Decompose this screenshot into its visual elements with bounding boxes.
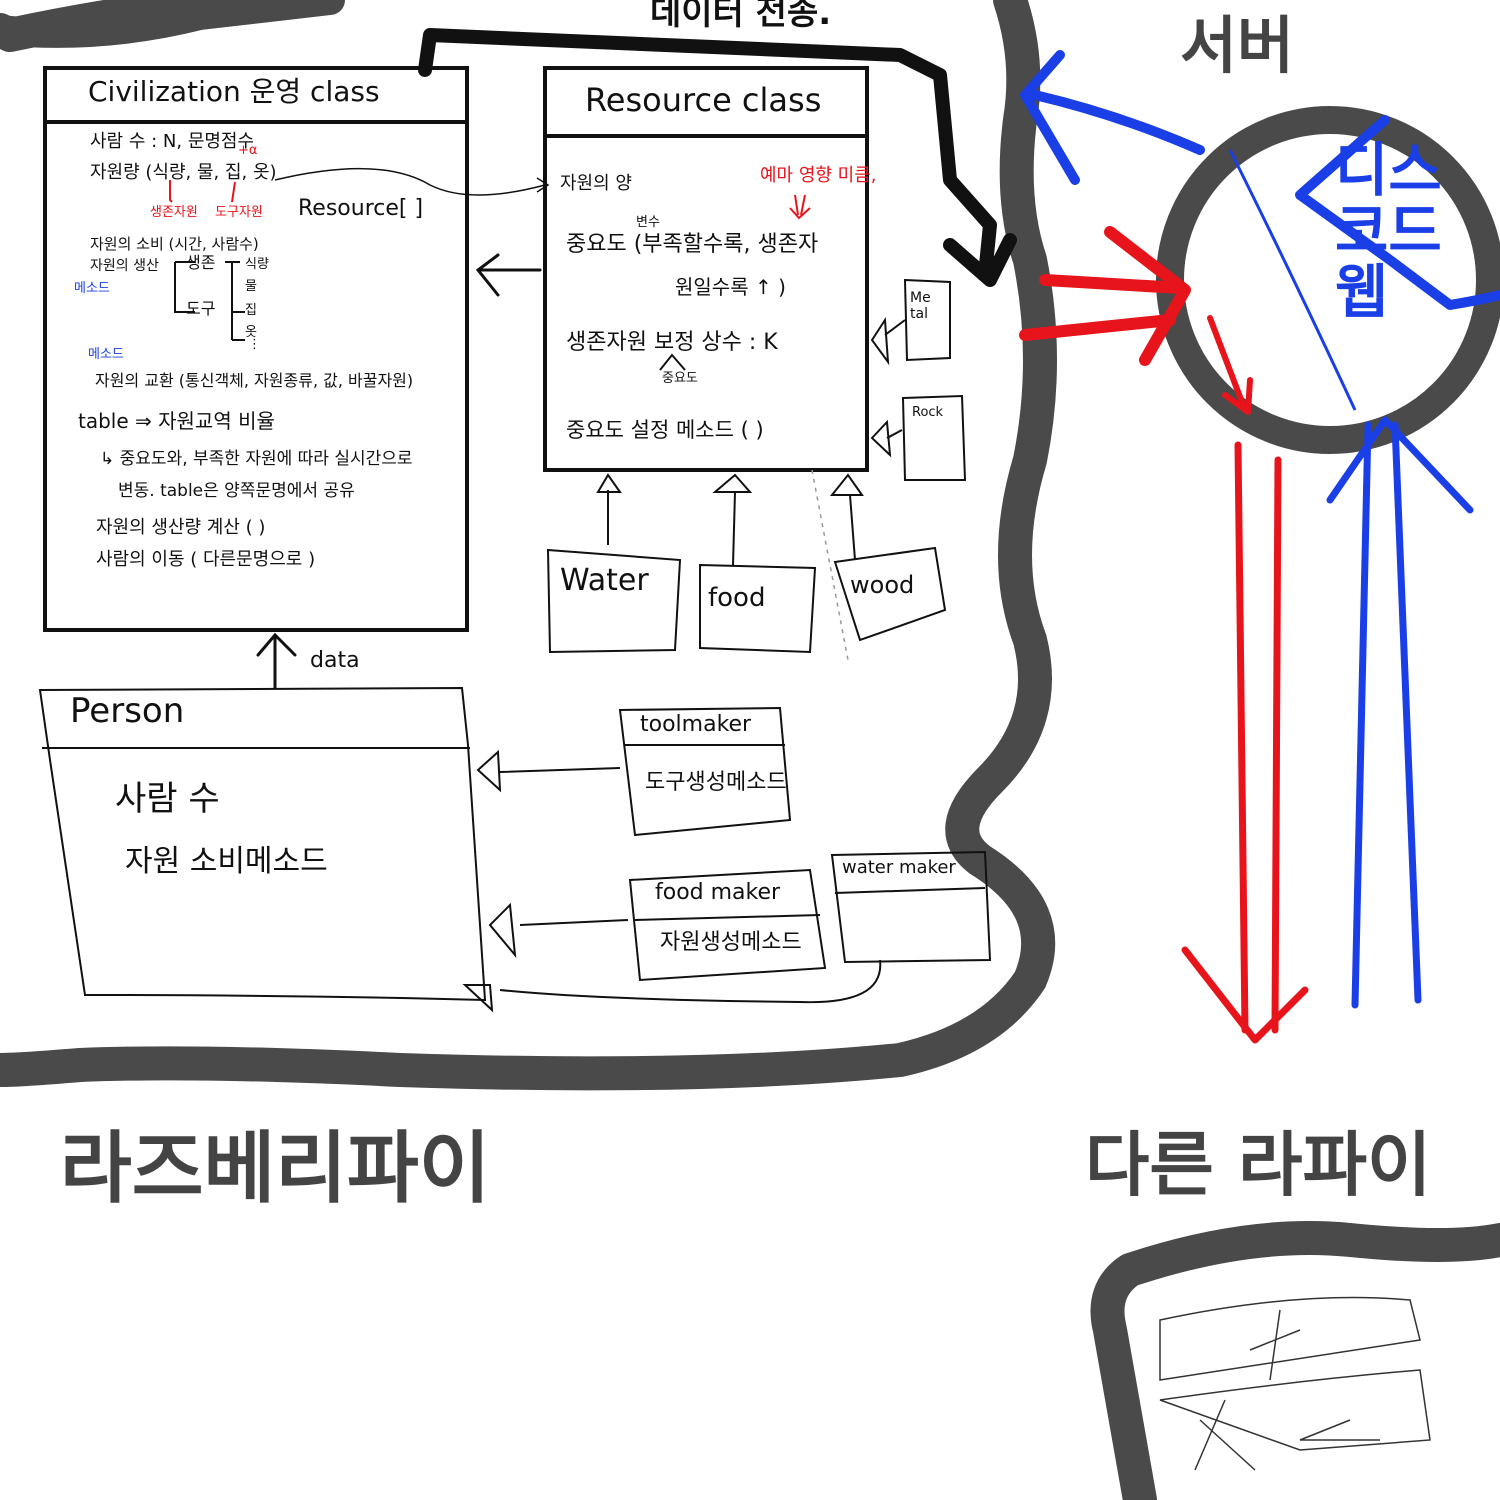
tree-house: 집 (245, 303, 257, 318)
blue-arrow-up (1326, 416, 1474, 1009)
water-box (546, 548, 682, 654)
data-arrow (256, 632, 297, 690)
res-line-1: 자원의 양 (560, 173, 632, 194)
production-tree (174, 261, 245, 341)
foodmaker-body: 자원생성메소드 (660, 930, 802, 955)
foodmaker-divider (634, 914, 821, 921)
wood-box (833, 546, 947, 642)
watermaker-inherit (462, 959, 882, 1013)
data-label: data (310, 648, 360, 673)
toolmaker-box (618, 706, 792, 837)
server-circle-text: 디스코드 웹 (1335, 136, 1442, 326)
toolmaker-title: toolmaker (640, 712, 752, 737)
water-label: Water (560, 563, 649, 598)
rock-box (901, 394, 967, 481)
metal-label: Me tal (910, 290, 931, 323)
tree-survival: 생존 (186, 253, 216, 272)
food-inherit (712, 473, 753, 566)
person-class-title: Person (70, 691, 185, 731)
civ-line-8: 변동. table은 양쪽문명에서 공유 (118, 481, 355, 501)
watermaker-divider (834, 887, 986, 894)
survival-arrows (169, 180, 236, 203)
resource-array-label: Resource[ ] (298, 196, 424, 221)
foodmaker-inherit (488, 902, 629, 959)
res-line-3: 원일수록 ↑ ) (675, 275, 786, 299)
blue-bracket-discord (1295, 115, 1500, 310)
tree-more: ⋮ (248, 337, 261, 352)
raspberry-pi-region-top (0, 0, 345, 48)
civilization-class-box (43, 66, 469, 632)
toolmaker-body: 도구생성메소드 (645, 770, 787, 795)
tree-water: 물 (245, 279, 257, 294)
rock-label: Rock (912, 405, 944, 420)
toolmaker-inherit (476, 749, 621, 793)
plus-alpha-note: +α (238, 143, 258, 158)
data-transfer-arrow (418, 28, 1017, 287)
civ-line-6: table ⇒ 자원교역 비율 (78, 409, 275, 433)
red-down-arrows (789, 194, 811, 220)
resource-class-box (543, 66, 869, 472)
wood-inherit (829, 473, 864, 561)
civ-line-5: 자원의 교환 (통신객체, 자원종류, 값, 바꿀자원) (95, 371, 414, 390)
food-label: food (708, 583, 766, 613)
resource-array-link-head (536, 177, 550, 193)
watermaker-title: water maker (842, 857, 956, 878)
tree-food: 식량 (245, 257, 269, 272)
dotted-separator (811, 469, 849, 661)
rock-inherit (870, 419, 903, 458)
survival-resource-note: 생존자원 (150, 205, 198, 220)
red-arrow-to-server (1019, 226, 1191, 366)
server-label: 서버 (1180, 9, 1295, 82)
civ-line-4: 자원의 생산 (90, 258, 159, 274)
red-arrow-inside-server (1207, 315, 1253, 415)
civ-line-3: 자원의 소비 (시간, 사람수) (90, 235, 259, 253)
res-line-4: 생존자원 보정 상수 : K (566, 330, 778, 355)
method-note-1: 메소드 (74, 281, 110, 296)
data-transfer-label: 데이터 전송. (650, 0, 832, 33)
resource-to-civ-arrow (475, 253, 542, 297)
tree-tool: 도구 (186, 299, 216, 318)
civilization-class-title: Civilization 운영 class (88, 75, 380, 108)
res-line-2: 중요도 (부족할수록, 생존자 (566, 232, 819, 257)
wood-label: wood (850, 571, 915, 599)
left-region-label: 라즈베리파이 (60, 1124, 491, 1214)
person-line-2: 자원 소비메소드 (125, 844, 328, 879)
right-region-label: 다른 라파이 (1085, 1124, 1432, 1206)
other-pi-region-outline (1090, 1221, 1500, 1500)
food-box (699, 563, 817, 654)
red-note: 예마 영향 미큼, (760, 165, 877, 186)
civ-line-9: 자원의 생산량 계산 ( ) (96, 517, 266, 538)
method-note-2: 메소드 (88, 347, 124, 362)
person-line-1: 사람 수 (115, 779, 220, 819)
metal-inherit (870, 316, 906, 366)
resource-array-link (274, 167, 546, 196)
tree-clothes: 옷 (245, 325, 257, 340)
red-arrow-down (1181, 441, 1309, 1044)
person-box (38, 686, 487, 1002)
server-circle-divider (1228, 149, 1357, 411)
importance-arrow (659, 353, 686, 371)
foodmaker-title: food maker (655, 880, 781, 905)
variable-note: 변수 (636, 215, 660, 230)
metal-box (903, 278, 951, 362)
civ-line-1: 사람 수 : N, 문명점수 (90, 131, 255, 152)
foodmaker-box (628, 868, 827, 982)
civ-line-2: 자원량 (식량, 물, 집, 옷) (90, 162, 277, 183)
tool-resource-note: 도구자원 (215, 205, 263, 220)
watermaker-box (830, 850, 992, 964)
other-pi-scribbles (1159, 1296, 1431, 1471)
res-line-5: 중요도 설정 메소드 ( ) (566, 418, 764, 442)
resource-class-title: Resource class (585, 81, 822, 119)
civ-line-7: ↳ 중요도와, 부족한 자원에 따라 실시간으로 (100, 449, 413, 469)
water-inherit (596, 473, 622, 545)
blue-arrow-to-server (1020, 50, 1205, 185)
civ-line-10: 사람의 이동 ( 다른문명으로 ) (96, 549, 316, 570)
importance-note: 중요도 (662, 371, 698, 386)
